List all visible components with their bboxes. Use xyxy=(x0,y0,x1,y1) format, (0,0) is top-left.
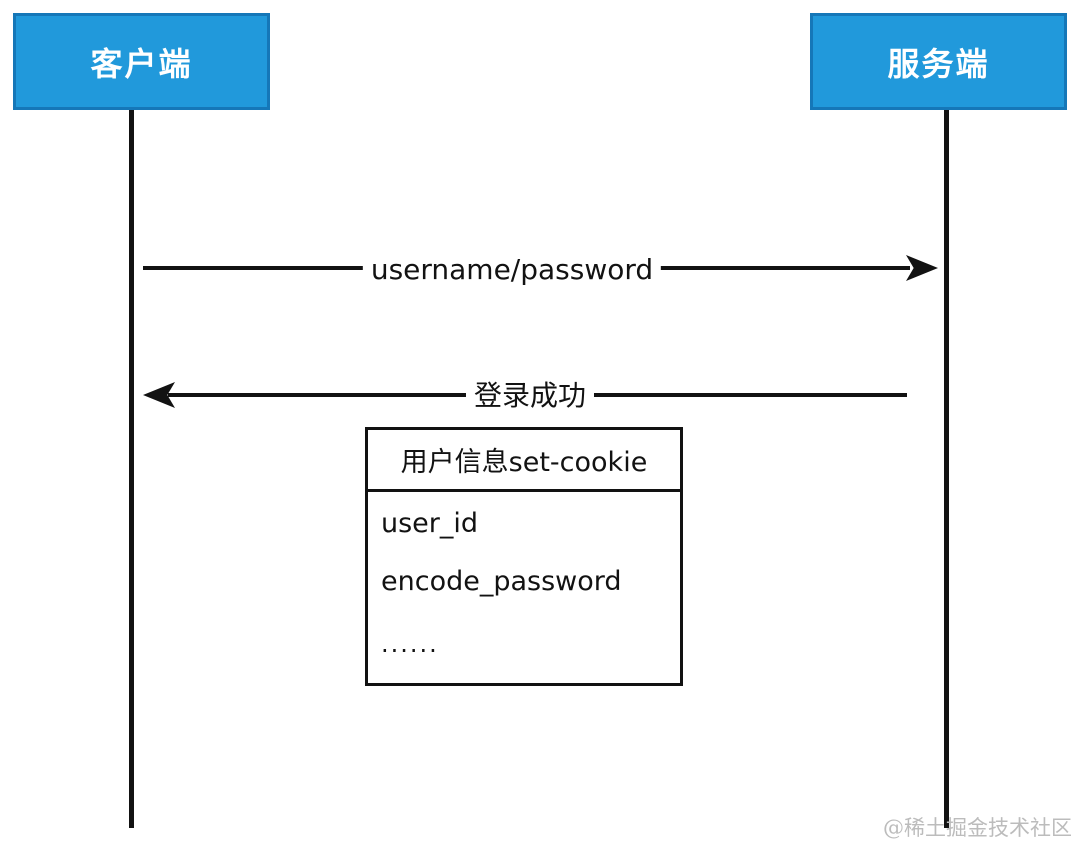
message-label-login-success: 登录成功 xyxy=(465,379,595,413)
actor-label-server: 服务端 xyxy=(887,44,990,83)
cookie-box-title: 用户信息set-cookie xyxy=(368,430,680,492)
cookie-row-encode-password: encode_password xyxy=(381,566,622,597)
lifeline-client xyxy=(129,110,134,828)
actor-box-server: 服务端 xyxy=(810,13,1067,110)
cookie-row-ellipsis: ...... xyxy=(381,630,439,658)
arrowhead-right-icon xyxy=(906,255,938,281)
actor-box-client: 客户端 xyxy=(13,13,270,110)
cookie-box-body: user_id encode_password ...... xyxy=(368,492,680,661)
watermark: @稀土掘金技术社区 xyxy=(883,816,1072,840)
cookie-row-user-id: user_id xyxy=(381,508,479,539)
actor-label-client: 客户端 xyxy=(90,44,193,83)
cookie-info-box: 用户信息set-cookie user_id encode_password .… xyxy=(365,427,683,686)
message-label-username-password: username/password xyxy=(362,253,662,287)
lifeline-server xyxy=(944,110,949,828)
